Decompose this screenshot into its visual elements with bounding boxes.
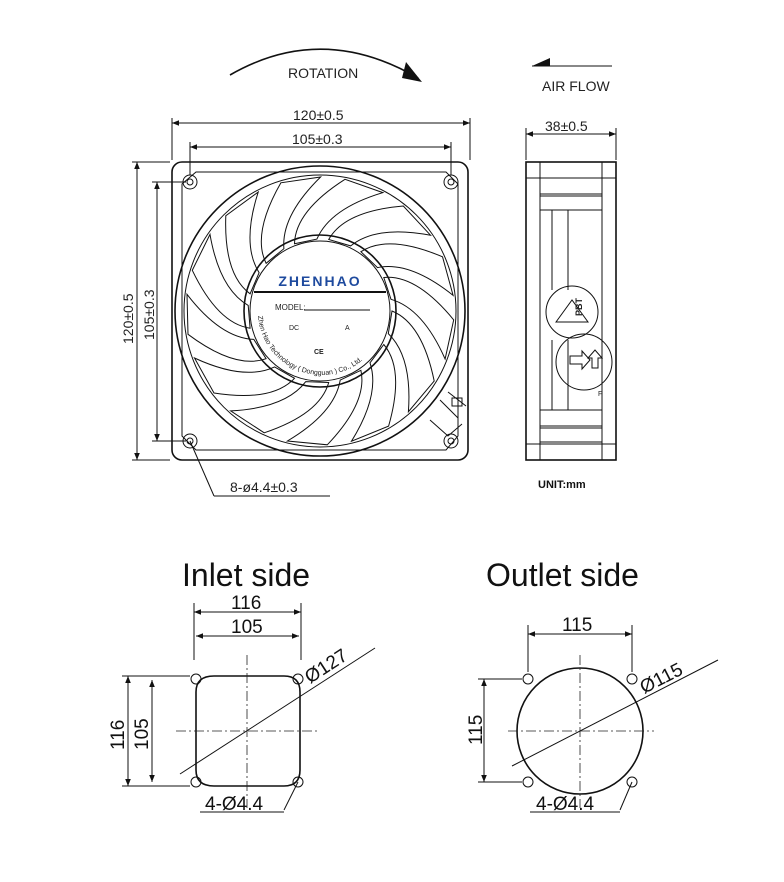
inlet-diameter: Ø127 [301, 645, 351, 688]
rotation-indicator: ROTATION [229, 48, 422, 82]
front-view: 120±0.5 105±0.3 120±0.5 105±0.3 [120, 107, 471, 497]
model-label: MODEL: [275, 303, 306, 312]
inlet-dim-holes: 105 [231, 617, 263, 638]
outlet-diameter: Ø115 [637, 659, 687, 698]
side-view: 38±0.5 PBT F UNIT:mm [525, 118, 617, 491]
inlet-dim-h-outer: 116 [108, 720, 129, 750]
outlet-dim-holes: 115 [562, 615, 592, 636]
a-label: A [345, 325, 350, 332]
fan-blade [260, 176, 323, 265]
side-depth: 38±0.5 [545, 118, 588, 134]
fan-blade [193, 356, 296, 397]
fan-blade [360, 243, 454, 297]
dc-label: DC [289, 325, 299, 332]
front-width-holes: 105±0.3 [292, 131, 343, 147]
inlet-dim-outer: 116 [231, 593, 261, 614]
fan-blade [191, 232, 251, 329]
svg-text:F: F [598, 391, 602, 398]
front-height-holes: 105±0.3 [141, 289, 157, 340]
fan-blade [229, 381, 330, 434]
front-holes-callout: 8-ø4.4±0.3 [230, 479, 298, 495]
brand-logo-text: ZHENHAO [278, 273, 361, 289]
fan-blade [186, 292, 267, 362]
unit-label: UNIT:mm [538, 479, 586, 491]
fan-blade [327, 205, 433, 247]
outlet-title: Outlet side [486, 557, 639, 593]
inlet-title: Inlet side [182, 557, 310, 593]
airflow-label: AIR FLOW [542, 78, 610, 94]
outlet-dim-h-holes: 115 [466, 715, 487, 745]
fan-blades [186, 176, 455, 446]
label-sticker: ZHENHAO MODEL: DC A CE Zhen Hao Technolo… [254, 273, 386, 377]
rotation-label: ROTATION [288, 65, 358, 81]
fan-blade [383, 276, 455, 361]
fan-blade [293, 178, 385, 245]
outlet-holes: 4-Ø4.4 [536, 794, 595, 815]
fan-blade [387, 310, 435, 414]
ce-mark: CE [314, 349, 324, 356]
fan-blade [350, 343, 397, 443]
svg-text:PBT: PBT [574, 297, 584, 316]
outlet-side-view: Outlet side 115 115 Ø115 4-Ø4.4 [466, 557, 719, 815]
fan-blade [225, 190, 260, 295]
fan-blade [285, 369, 363, 446]
airflow-indicator: AIR FLOW [532, 58, 612, 94]
front-width-overall: 120±0.5 [293, 107, 344, 123]
inlet-holes: 4-Ø4.4 [205, 794, 264, 815]
front-height-overall: 120±0.5 [120, 293, 136, 344]
inlet-side-view: Inlet side 116 105 116 105 Ø127 4-Ø4.4 [108, 557, 376, 815]
inlet-dim-h-holes: 105 [132, 718, 153, 750]
